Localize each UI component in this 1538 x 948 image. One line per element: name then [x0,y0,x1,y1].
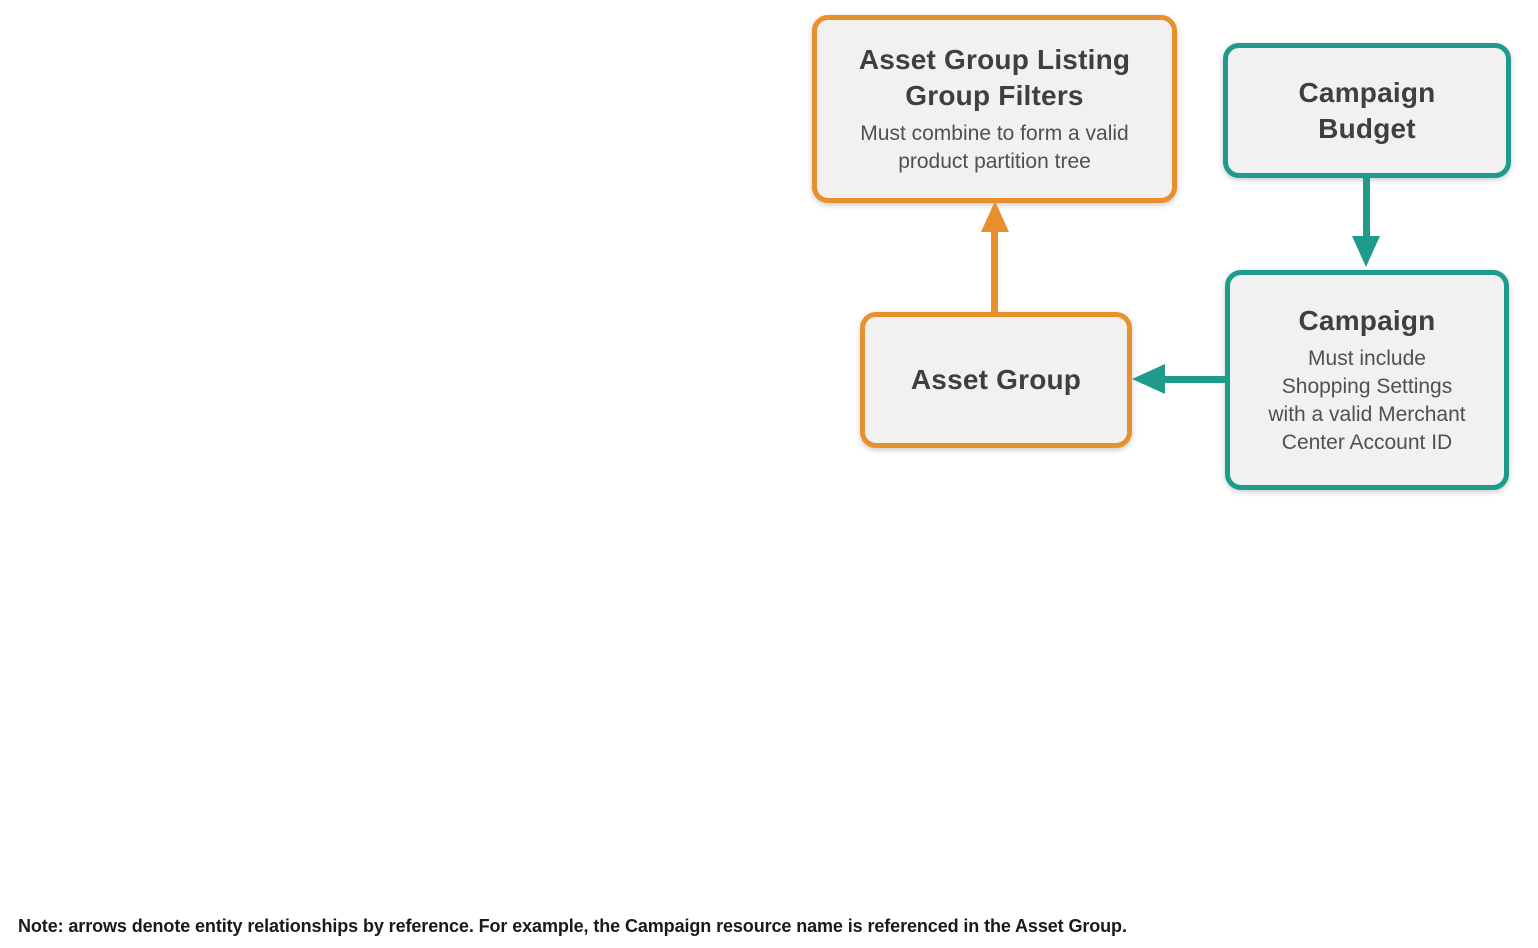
node-title: Asset Group Listing Group Filters [858,44,1131,112]
node-subtitle: Must combine to form a valid product par… [860,121,1129,173]
arrow-campaign-budget-to-campaign-head-icon [1352,236,1380,267]
footnote: Note: arrows denote entity relationships… [18,916,1127,936]
node-campaign-budget: Campaign Budget [1223,43,1511,178]
node-title: Campaign Budget [1298,76,1436,144]
node-title: Campaign [1298,305,1436,337]
node-asset-group-listing-group-filters: Asset Group Listing Group Filters Must c… [812,15,1177,203]
arrow-campaign-budget-to-campaign-line [1363,177,1370,237]
arrow-campaign-to-asset-group-line [1164,376,1228,383]
node-campaign: Campaign Must include Shopping Settings … [1225,270,1509,490]
node-subtitle: Must include Shopping Settings with a va… [1268,347,1466,454]
arrow-asset-group-to-listing-filters-line [991,230,998,312]
arrow-campaign-to-asset-group-head-icon [1132,364,1165,394]
arrow-asset-group-to-listing-filters-head-icon [981,201,1009,232]
node-asset-group: Asset Group [860,312,1132,448]
node-title: Asset Group [910,364,1082,396]
